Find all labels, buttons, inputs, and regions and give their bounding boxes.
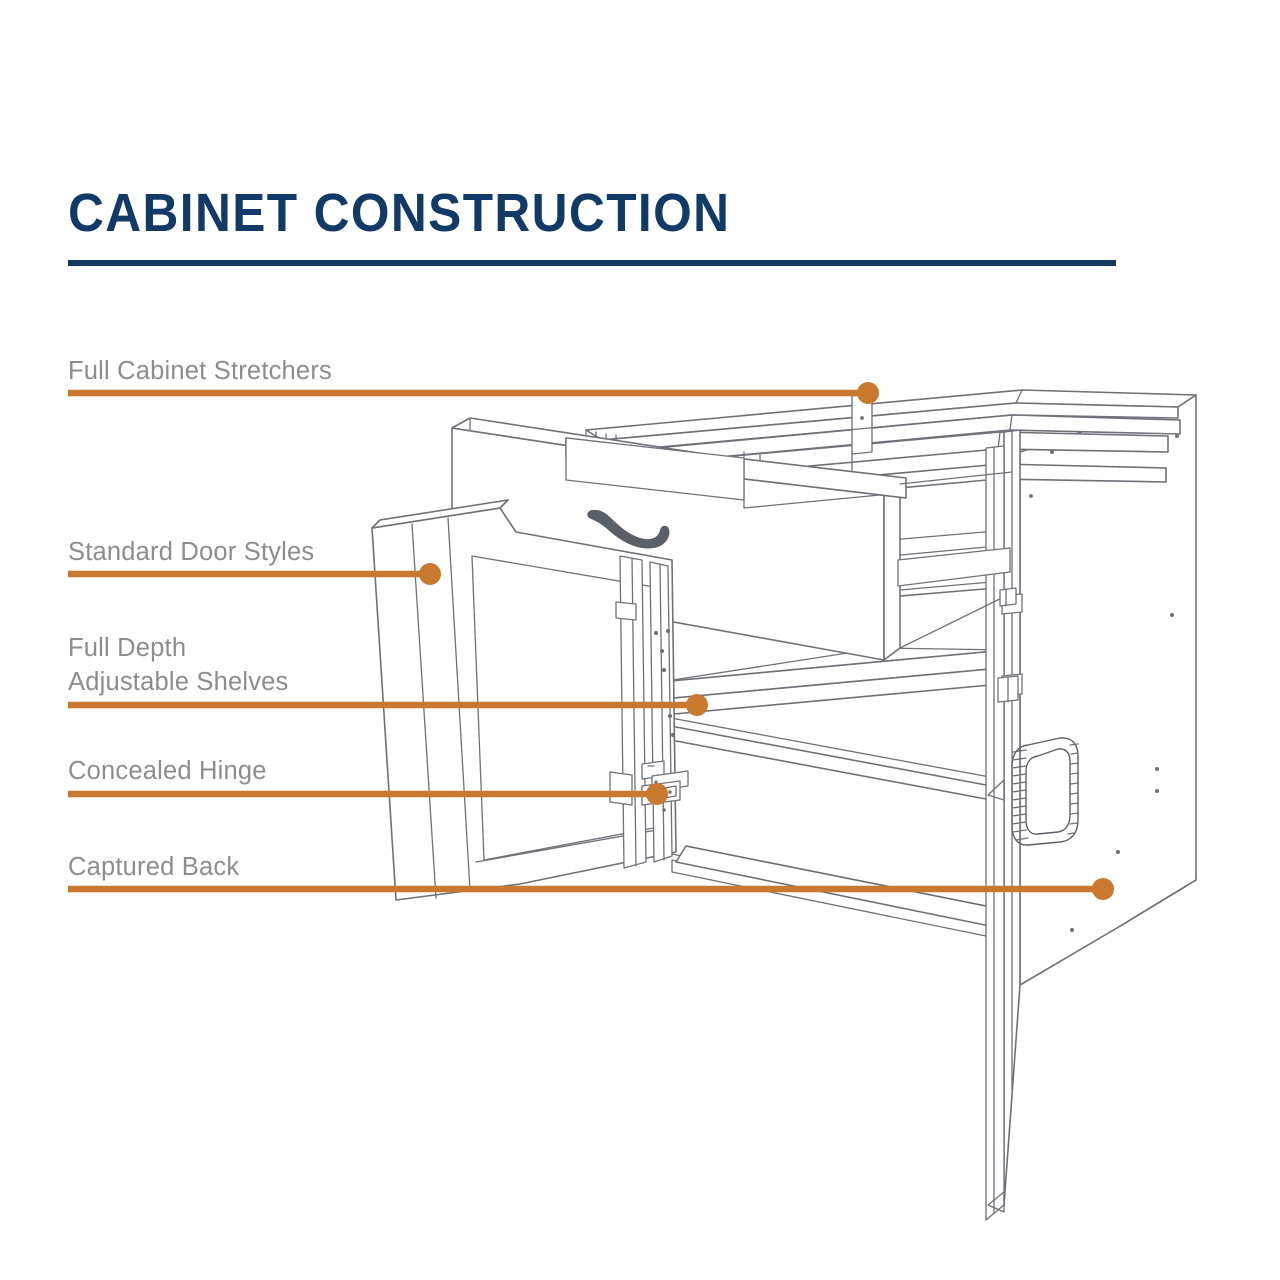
open-door-panel xyxy=(371,499,677,901)
shelf-pin-holes-left xyxy=(653,628,676,738)
callout-leaders xyxy=(68,382,1114,900)
leader-full-cabinet-stretchers xyxy=(68,382,879,404)
leader-standard-door-styles xyxy=(68,563,441,585)
title-underline-rule xyxy=(68,260,1116,266)
door-pull-handle xyxy=(1011,737,1079,846)
leader-captured-back xyxy=(68,878,1114,900)
open-drawer-box xyxy=(451,417,1015,661)
drawer-pull-handle xyxy=(587,509,670,549)
leader-concealed-hinge xyxy=(68,783,668,805)
captured-back-panel xyxy=(659,682,1013,937)
adjustable-shelf xyxy=(651,649,1013,717)
handle-hatching xyxy=(1011,743,1079,841)
header: CABINET CONSTRUCTION xyxy=(68,186,1116,266)
shelf-interior-edges xyxy=(659,647,1007,683)
shelf-pin-holes-right xyxy=(1029,434,1179,932)
door-mount-plates xyxy=(997,587,1019,703)
page-title: CABINET CONSTRUCTION xyxy=(68,183,731,243)
leader-full-depth-adjustable-shelves xyxy=(68,694,708,716)
